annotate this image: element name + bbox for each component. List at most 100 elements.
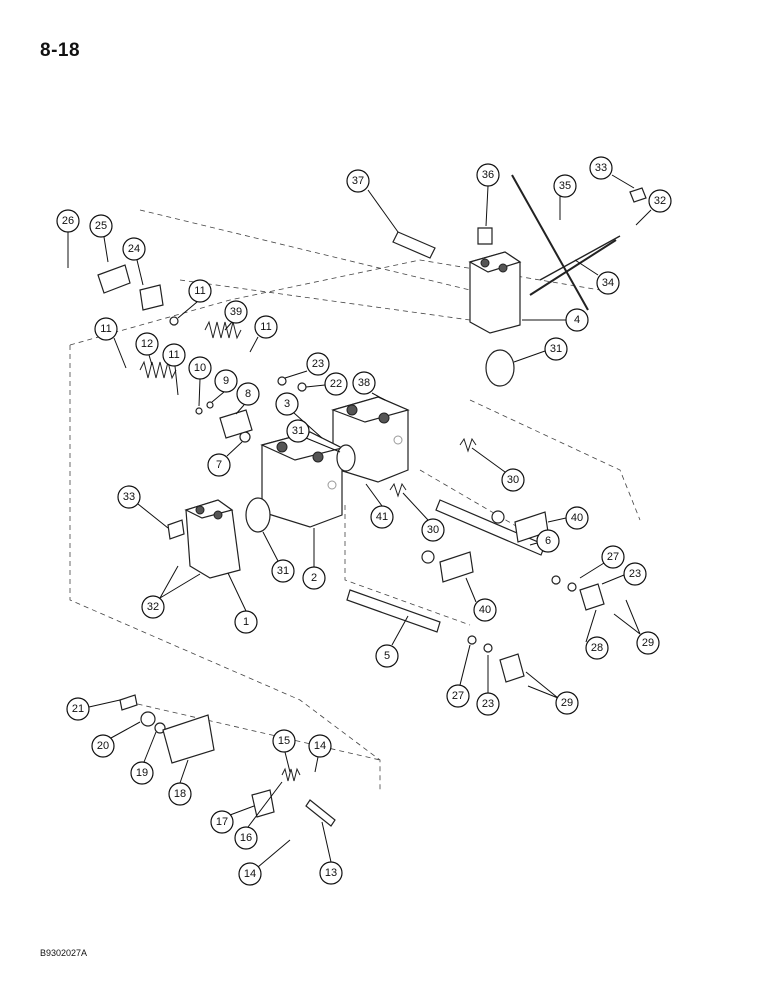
callout-40-mid: 40 [465, 577, 497, 622]
svg-text:33: 33 [595, 162, 607, 174]
callout-2: 2 [302, 528, 326, 590]
svg-text:8: 8 [245, 388, 251, 400]
svg-text:40: 40 [571, 512, 583, 524]
svg-text:11: 11 [168, 349, 179, 361]
svg-text:4: 4 [574, 314, 580, 326]
svg-text:29: 29 [642, 637, 654, 649]
svg-text:3: 3 [284, 398, 290, 410]
callout-13: 13 [319, 821, 343, 885]
svg-text:23: 23 [482, 698, 494, 710]
svg-text:36: 36 [482, 169, 494, 181]
svg-text:14: 14 [314, 740, 326, 752]
callout-30-mid: 30 [402, 492, 445, 542]
end-cover-left [184, 499, 241, 579]
svg-text:13: 13 [325, 867, 337, 879]
svg-text:5: 5 [384, 650, 390, 662]
svg-text:22: 22 [330, 378, 342, 390]
callout-35: 35 [553, 174, 577, 220]
callout-23-top: 23 [284, 352, 330, 379]
callout-27-top: 27 [579, 545, 625, 579]
callout-1: 1 [227, 572, 258, 634]
o-rings [140, 316, 577, 734]
svg-text:31: 31 [277, 565, 289, 577]
svg-text:32: 32 [147, 601, 159, 613]
callout-33-left: 33 [117, 485, 169, 529]
svg-text:27: 27 [452, 690, 464, 702]
callout-29-bottom: 29 [525, 671, 579, 715]
callout-37: 37 [346, 169, 399, 233]
callout-14-top: 14 [308, 734, 332, 773]
callout-7: 7 [207, 441, 243, 477]
callouts: 37 36 35 33 32 34 4 26 25 24 11 39 11 11… [56, 156, 672, 886]
svg-text:32: 32 [654, 195, 666, 207]
callout-19: 19 [130, 731, 157, 785]
callout-11-a: 11 [177, 279, 212, 319]
callout-31-top: 31 [513, 337, 568, 363]
svg-text:29: 29 [561, 697, 573, 709]
svg-text:38: 38 [358, 377, 370, 389]
callout-8: 8 [235, 382, 260, 415]
figure-code: B9302027A [40, 948, 88, 958]
callout-12: 12 [135, 332, 159, 366]
svg-text:25: 25 [95, 220, 107, 232]
svg-text:11: 11 [260, 321, 271, 333]
svg-text:7: 7 [216, 459, 222, 471]
svg-text:17: 17 [216, 816, 228, 828]
callout-36: 36 [476, 163, 500, 227]
callout-34: 34 [574, 259, 620, 295]
callout-24: 24 [122, 237, 146, 286]
svg-text:21: 21 [72, 703, 84, 715]
callout-18: 18 [168, 759, 192, 806]
svg-text:2: 2 [311, 572, 317, 584]
svg-text:23: 23 [312, 358, 324, 370]
svg-text:30: 30 [427, 524, 439, 536]
callout-38: 38 [352, 371, 386, 401]
callout-11-c: 11 [94, 317, 127, 369]
svg-text:28: 28 [591, 642, 603, 654]
svg-text:11: 11 [100, 323, 111, 335]
callout-30-top: 30 [471, 447, 525, 492]
callout-6: 6 [529, 529, 560, 553]
page-number: 8-18 [40, 40, 81, 61]
svg-text:14: 14 [244, 868, 256, 880]
callout-22: 22 [305, 372, 348, 396]
callout-20: 20 [91, 721, 141, 758]
callout-23-bottom: 23 [476, 655, 500, 716]
callout-10: 10 [188, 356, 212, 407]
callout-11-b: 11 [249, 315, 278, 353]
callout-27-bottom: 27 [446, 644, 471, 708]
svg-text:10: 10 [194, 362, 206, 374]
callout-14-bottom: 14 [238, 839, 291, 886]
callout-32-top: 32 [635, 189, 672, 226]
callout-39: 39 [224, 300, 248, 331]
callout-4: 4 [522, 308, 589, 332]
svg-text:23: 23 [629, 568, 641, 580]
svg-text:11: 11 [194, 285, 205, 297]
callout-23-mid: 23 [601, 562, 647, 586]
svg-text:31: 31 [292, 425, 304, 437]
callout-9: 9 [211, 369, 238, 403]
svg-text:40: 40 [479, 604, 491, 616]
callout-32-left: 32 [141, 565, 201, 619]
svg-text:16: 16 [240, 832, 252, 844]
svg-text:41: 41 [376, 511, 388, 523]
svg-text:39: 39 [230, 306, 242, 318]
callout-5: 5 [375, 615, 409, 668]
svg-text:19: 19 [136, 767, 148, 779]
svg-text:15: 15 [278, 735, 290, 747]
svg-text:37: 37 [352, 175, 364, 187]
svg-text:1: 1 [243, 616, 249, 628]
spools-and-rods [97, 174, 647, 827]
callout-40-top: 40 [547, 506, 589, 530]
svg-text:6: 6 [545, 535, 551, 547]
end-cover-right [468, 251, 522, 334]
svg-text:33: 33 [123, 491, 135, 503]
callout-26: 26 [56, 209, 80, 268]
callout-15: 15 [272, 729, 296, 773]
svg-text:35: 35 [559, 180, 571, 192]
springs [139, 320, 477, 782]
svg-text:12: 12 [141, 338, 153, 350]
svg-text:34: 34 [602, 277, 614, 289]
callout-41: 41 [365, 483, 394, 529]
